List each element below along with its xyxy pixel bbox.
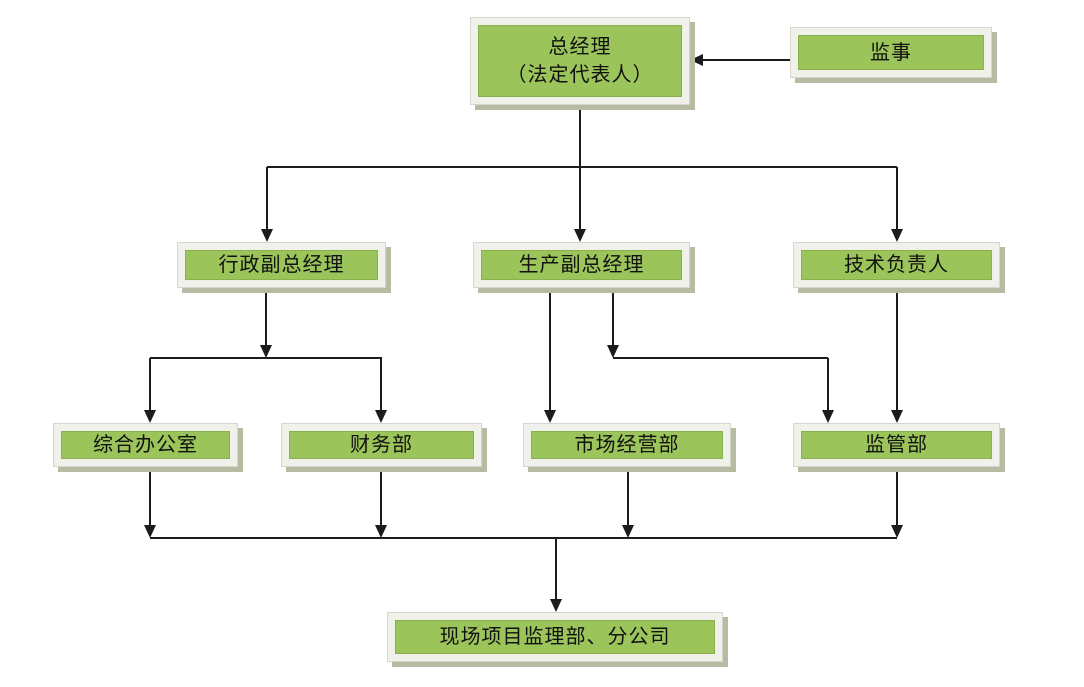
edge-admin-deputy-to-finance bbox=[375, 358, 387, 423]
node-site-supervision: 现场项目监理部、分公司 bbox=[387, 612, 723, 662]
edge-finance-to-collector bbox=[375, 467, 387, 538]
node-production-deputy-gm: 生产副总经理 bbox=[473, 242, 690, 288]
node-finance-dept: 财务部 bbox=[281, 423, 482, 467]
node-label-line2: （法定代表人） bbox=[506, 64, 654, 86]
node-market-dept-label: 市场经营部 bbox=[531, 431, 723, 459]
edge-general-manager-to-admin-deputy bbox=[261, 167, 273, 242]
edge-technical-director-to-regulation bbox=[891, 288, 903, 423]
node-supervisor-label: 监事 bbox=[798, 35, 984, 70]
node-production-deputy-gm-label: 生产副总经理 bbox=[481, 250, 682, 280]
node-market-dept: 市场经营部 bbox=[523, 423, 731, 467]
node-general-office-label: 综合办公室 bbox=[61, 431, 230, 459]
node-finance-dept-label: 财务部 bbox=[289, 431, 474, 459]
edge-admin-deputy-to-general-office bbox=[144, 358, 156, 423]
node-supervisor: 监事 bbox=[790, 27, 992, 78]
node-general-manager: 总经理 （法定代表人） bbox=[470, 17, 690, 105]
node-admin-deputy-gm: 行政副总经理 bbox=[177, 242, 386, 288]
node-regulation-dept: 监管部 bbox=[793, 423, 1000, 467]
node-general-office: 综合办公室 bbox=[53, 423, 238, 467]
edge-production-deputy-to-market bbox=[544, 288, 556, 423]
node-label-line1: 总经理 bbox=[548, 36, 612, 58]
edge-admin-deputy-branch bbox=[150, 288, 382, 359]
edge-general-office-to-collector bbox=[144, 467, 156, 538]
edge-market-to-collector bbox=[622, 467, 634, 538]
edge-production-deputy-to-regulation bbox=[607, 288, 834, 423]
edge-regulation-to-collector bbox=[891, 467, 903, 538]
node-regulation-dept-label: 监管部 bbox=[801, 431, 992, 459]
edge-general-manager-to-technical-director bbox=[891, 167, 903, 242]
edge-general-manager-to-production-deputy bbox=[574, 105, 586, 242]
edge-collector-to-site-supervision bbox=[550, 538, 562, 612]
node-admin-deputy-gm-label: 行政副总经理 bbox=[185, 250, 378, 280]
node-general-manager-label: 总经理 （法定代表人） bbox=[478, 25, 682, 97]
edge-supervisor-to-general-manager bbox=[690, 54, 793, 66]
node-site-supervision-label: 现场项目监理部、分公司 bbox=[395, 620, 715, 654]
node-technical-director: 技术负责人 bbox=[793, 242, 1000, 288]
node-technical-director-label: 技术负责人 bbox=[801, 250, 992, 280]
